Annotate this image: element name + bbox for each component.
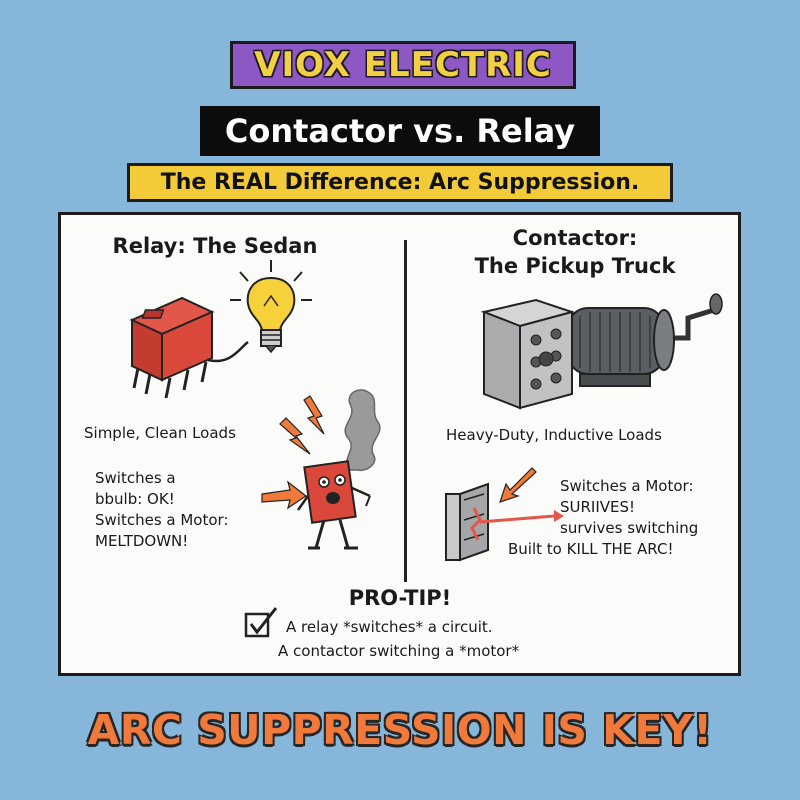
burning-relay-icon bbox=[261, 389, 381, 550]
contactor-note-line: Switches a Motor: bbox=[560, 477, 694, 495]
relay-icon bbox=[129, 296, 249, 399]
contactor-heading-line1: Contactor: bbox=[512, 226, 638, 250]
contactor-heading: Contactor: The Pickup Truck bbox=[445, 224, 705, 280]
footer-slogan: ARC SUPPRESSION IS KEY! bbox=[87, 706, 713, 754]
protip-line-2: A contactor switching a *motor* bbox=[278, 642, 520, 660]
relay-note-line: MELTDOWN! bbox=[95, 532, 189, 550]
relay-caption: Simple, Clean Loads bbox=[84, 424, 236, 442]
brand-text: VIOX ELECTRIC bbox=[254, 45, 552, 85]
protip-line-1: A relay *switches* a circuit. bbox=[286, 618, 493, 636]
contactor-note-kill-arc: Built to KILL THE ARC! bbox=[508, 540, 674, 558]
page-title: Contactor vs. Relay bbox=[200, 106, 600, 156]
protip-heading: PRO-TIP! bbox=[348, 586, 452, 610]
comparison-panel bbox=[58, 212, 741, 676]
contactor-caption: Heavy-Duty, Inductive Loads bbox=[446, 426, 662, 444]
contactor-notes: Switches a Motor: SURIIVES! survives swi… bbox=[560, 476, 740, 539]
relay-note-line: Switches a bbox=[95, 469, 176, 487]
contactor-note-line: survives switching bbox=[560, 519, 699, 537]
title-text: Contactor vs. Relay bbox=[224, 112, 576, 150]
motor-icon bbox=[480, 293, 723, 410]
brand-banner: VIOX ELECTRIC bbox=[230, 41, 576, 89]
light-bulb-icon bbox=[230, 260, 312, 354]
checkbox-icon bbox=[244, 607, 278, 638]
contactor-arc-icon bbox=[445, 467, 564, 562]
relay-note-line: bbulb: OK! bbox=[95, 490, 175, 508]
contactor-heading-line2: The Pickup Truck bbox=[474, 254, 676, 278]
relay-note-line: Switches a Motor: bbox=[95, 511, 229, 529]
subtitle-banner: The REAL Difference: Arc Suppression. bbox=[127, 163, 673, 202]
contactor-note-line: SURIIVES! bbox=[560, 498, 636, 516]
subtitle-text: The REAL Difference: Arc Suppression. bbox=[160, 170, 640, 195]
relay-heading: Relay: The Sedan bbox=[112, 234, 318, 258]
relay-notes: Switches a bbulb: OK! Switches a Motor: … bbox=[95, 468, 275, 552]
panel-divider bbox=[404, 240, 407, 582]
